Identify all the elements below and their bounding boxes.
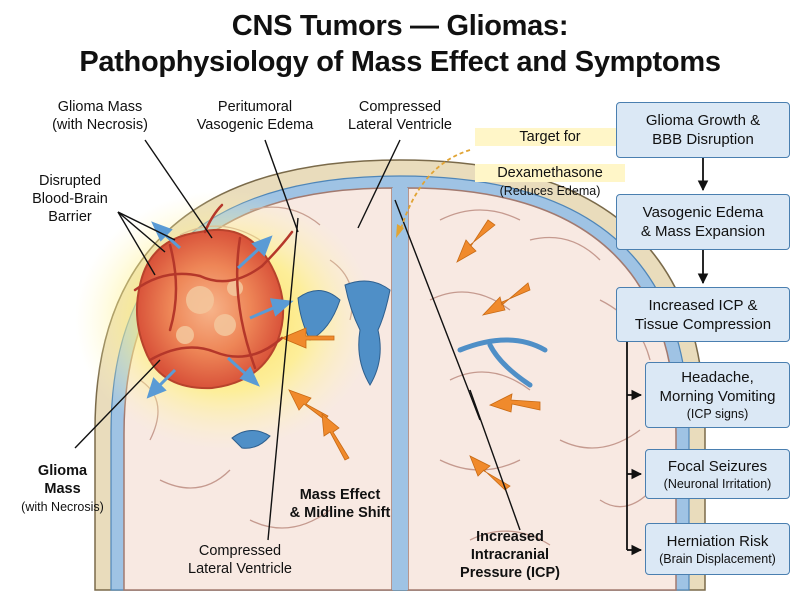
flow-step-glioma-growth: Glioma Growth &BBB Disruption [616,102,790,158]
label-glioma-mass-top: Glioma Mass(with Necrosis) [52,99,148,133]
edema-expansion-arrows [146,221,294,399]
flow-step-increased-icp: Increased ICP &Tissue Compression [616,287,790,342]
midline-fissure [392,188,408,590]
necrotic-core [176,280,243,344]
title-line-1: CNS Tumors — Gliomas: [231,10,569,42]
symptom-herniation-risk: Herniation Risk (Brain Displacement) [645,523,790,575]
label-mass-effect: Mass Effect& Midline Shift [289,487,391,521]
compressed-left-ventricle [297,290,341,341]
temporal-horn-left [231,430,271,449]
symptom-focal-seizures: Focal Seizures (Neuronal Irritation) [645,449,790,499]
pressure-arrows [280,219,541,491]
right-lateral-ventricle [344,280,391,386]
dexa-pointer [399,149,471,233]
flow-step-vasogenic-edema: Vasogenic Edema& Mass Expansion [616,194,790,250]
title-line-2: Pathophysiology of Mass Effect and Sympt… [79,46,721,78]
page-title: CNS Tumors — Gliomas: Pathophysiology of… [0,8,800,80]
label-glioma-mass-bottom: Glioma Mass (with Necrosis) [21,463,104,514]
right-ventricle-branch [457,337,548,388]
leader-lines [74,139,521,541]
flow-connectors [626,158,709,556]
label-dexamethasone-target: Target for Dexamethasone (Reduces Edema) [475,128,625,200]
symptom-headache: Headache, Morning Vomiting (ICP signs) [645,362,790,428]
